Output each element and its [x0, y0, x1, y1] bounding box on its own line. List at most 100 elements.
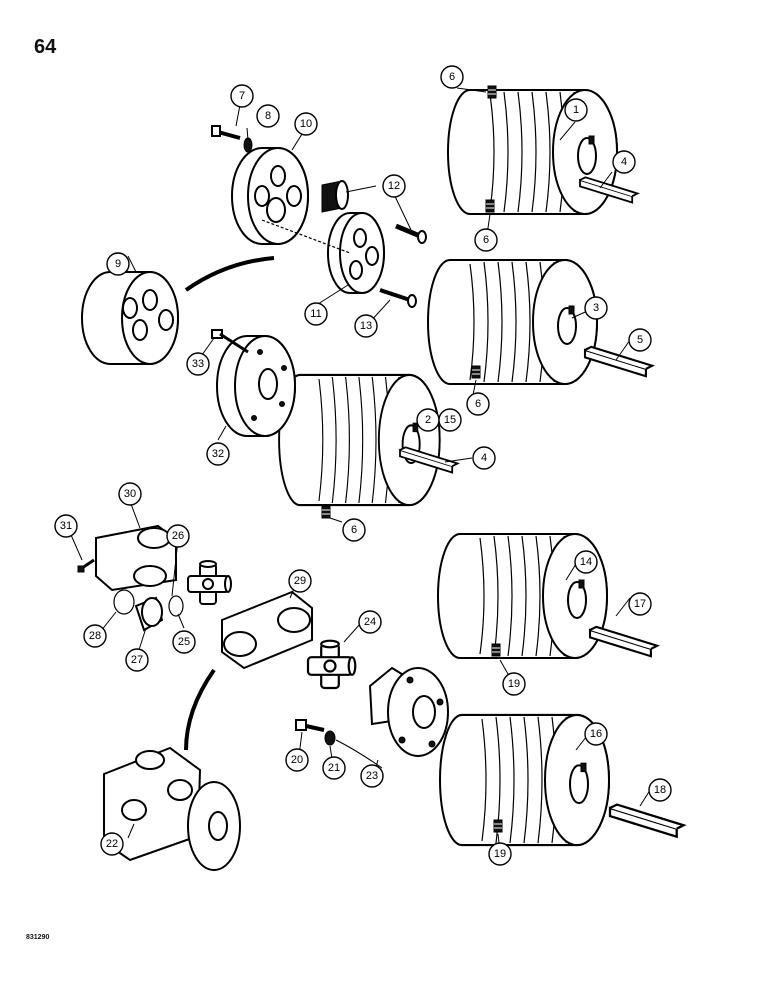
callout-6-sheave2: 6 — [342, 518, 366, 542]
coupling-10 — [231, 147, 309, 245]
svg-text:8: 8 — [265, 110, 271, 122]
bearing-cup-27 — [134, 596, 164, 632]
washer-8 — [243, 137, 253, 153]
callout-17: 17 — [628, 592, 652, 616]
callout-6-sheave3: 6 — [466, 392, 490, 416]
callout-1: 1 — [564, 98, 588, 122]
svg-text:6: 6 — [351, 524, 357, 536]
svg-text:12: 12 — [388, 180, 400, 192]
coupling-assembly-9 — [81, 271, 179, 365]
svg-text:23: 23 — [366, 770, 378, 782]
svg-text:9: 9 — [115, 258, 121, 270]
set-screw-below-14 — [491, 643, 501, 657]
set-screw-below-16 — [493, 819, 503, 833]
cross-24 — [306, 639, 357, 690]
sheave-3 — [427, 259, 598, 385]
svg-text:4: 4 — [621, 156, 627, 168]
snap-ring-28 — [113, 589, 135, 615]
callout-24: 24 — [358, 610, 382, 634]
svg-text:7: 7 — [239, 90, 245, 102]
callout-30: 30 — [118, 482, 142, 506]
svg-text:17: 17 — [634, 598, 646, 610]
sheave-16 — [438, 713, 611, 847]
callout-4-lower: 4 — [472, 446, 496, 470]
callout-18: 18 — [648, 778, 672, 802]
svg-text:32: 32 — [212, 448, 224, 460]
svg-text:19: 19 — [508, 678, 520, 690]
callout-19-lower: 19 — [488, 842, 512, 866]
callout-33: 33 — [186, 352, 210, 376]
yoke-30 — [95, 524, 177, 592]
set-screw-below-3 — [471, 365, 481, 379]
svg-text:11: 11 — [310, 308, 321, 320]
svg-text:33: 33 — [192, 358, 204, 370]
coupling-11 — [327, 212, 385, 294]
svg-text:28: 28 — [89, 630, 101, 642]
bolt-7 — [211, 125, 241, 140]
page-number: 64 — [34, 36, 57, 58]
bolt-20 — [295, 719, 325, 732]
svg-text:15: 15 — [444, 414, 456, 426]
callout-32: 32 — [206, 442, 230, 466]
callout-29: 29 — [288, 569, 312, 593]
svg-text:24: 24 — [364, 616, 376, 628]
svg-text:21: 21 — [328, 762, 340, 774]
callout-26: 26 — [166, 524, 190, 548]
callout-27: 27 — [125, 648, 149, 672]
callout-14: 14 — [574, 550, 598, 574]
set-screw-below-1 — [485, 199, 495, 213]
callout-23: 23 — [360, 764, 384, 788]
sheave-2 — [278, 373, 441, 507]
svg-text:5: 5 — [637, 334, 643, 346]
callout-5: 5 — [628, 328, 652, 352]
callout-10: 10 — [294, 112, 318, 136]
bushing-12 — [321, 180, 349, 213]
callout-9: 9 — [106, 252, 130, 276]
callout-6-sheave1: 6 — [474, 228, 498, 252]
svg-text:4: 4 — [481, 452, 487, 464]
flange-32 — [216, 335, 296, 437]
svg-text:30: 30 — [124, 488, 136, 500]
svg-text:6: 6 — [483, 234, 489, 246]
washer-21 — [324, 730, 336, 746]
callout-2-15: 2 15 — [416, 408, 462, 432]
svg-text:27: 27 — [131, 654, 143, 666]
seal-25 — [168, 595, 184, 617]
assembly-line — [261, 219, 351, 254]
set-screw-top — [487, 85, 497, 99]
bolt-33 — [211, 329, 249, 354]
svg-text:19: 19 — [494, 848, 506, 860]
flange-yoke-23 — [368, 666, 449, 757]
drive-assembly-22 — [103, 746, 241, 871]
arrow-to-22 — [184, 668, 216, 751]
svg-text:16: 16 — [590, 728, 602, 740]
svg-text:20: 20 — [291, 754, 303, 766]
set-screw-below-2 — [321, 505, 331, 519]
callout-6-top: 6 — [440, 65, 464, 89]
svg-text:31: 31 — [60, 520, 72, 532]
callout-7: 7 — [230, 84, 254, 108]
callout-21: 21 — [322, 756, 346, 780]
svg-text:6: 6 — [475, 398, 481, 410]
drawing-code: 831290 — [26, 934, 50, 941]
svg-text:10: 10 — [300, 118, 312, 130]
svg-text:2: 2 — [425, 414, 431, 426]
bolt-13 — [379, 288, 417, 308]
callout-20: 20 — [285, 748, 309, 772]
callout-28: 28 — [83, 624, 107, 648]
svg-text:1: 1 — [573, 104, 579, 116]
svg-text:22: 22 — [106, 838, 118, 850]
svg-text:14: 14 — [580, 556, 592, 568]
callout-16: 16 — [584, 722, 608, 746]
svg-text:13: 13 — [360, 320, 372, 332]
callout-19-upper: 19 — [502, 672, 526, 696]
svg-text:6: 6 — [449, 71, 455, 83]
bolt-12 — [395, 223, 427, 244]
svg-text:29: 29 — [294, 575, 306, 587]
callout-13: 13 — [354, 314, 378, 338]
svg-text:3: 3 — [593, 302, 599, 314]
svg-text:26: 26 — [172, 530, 184, 542]
key-17 — [588, 625, 659, 658]
callout-22: 22 — [100, 832, 124, 856]
